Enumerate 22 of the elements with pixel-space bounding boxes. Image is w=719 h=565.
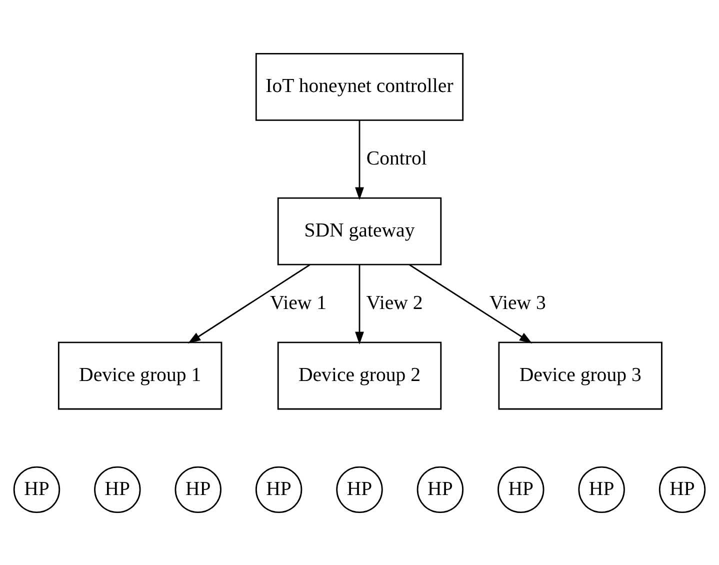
node-box: SDN gateway (277, 196, 442, 265)
node-circle: HP (658, 466, 706, 513)
arrow (355, 120, 364, 200)
edge-label: View 2 (366, 291, 423, 314)
edge-label: View 3 (489, 291, 546, 314)
node-circle: HP (174, 466, 222, 513)
node-box: IoT honeynet controller (255, 52, 464, 120)
node-circle: HP (13, 466, 60, 513)
node-circle: HP (94, 466, 141, 513)
arrow (355, 264, 364, 344)
edge-label: Control (366, 146, 427, 169)
node-circle: HP (255, 466, 302, 513)
node-circle: HP (416, 466, 464, 513)
node-box: Device group 2 (277, 341, 442, 410)
edge-label: View 1 (270, 291, 327, 314)
arrow (188, 264, 310, 343)
node-circle: HP (498, 466, 544, 513)
node-circle: HP (336, 466, 383, 513)
node-box: Device group 1 (58, 341, 222, 410)
node-circle: HP (578, 466, 625, 513)
arrow (409, 264, 532, 343)
node-box: Device group 3 (498, 341, 662, 410)
